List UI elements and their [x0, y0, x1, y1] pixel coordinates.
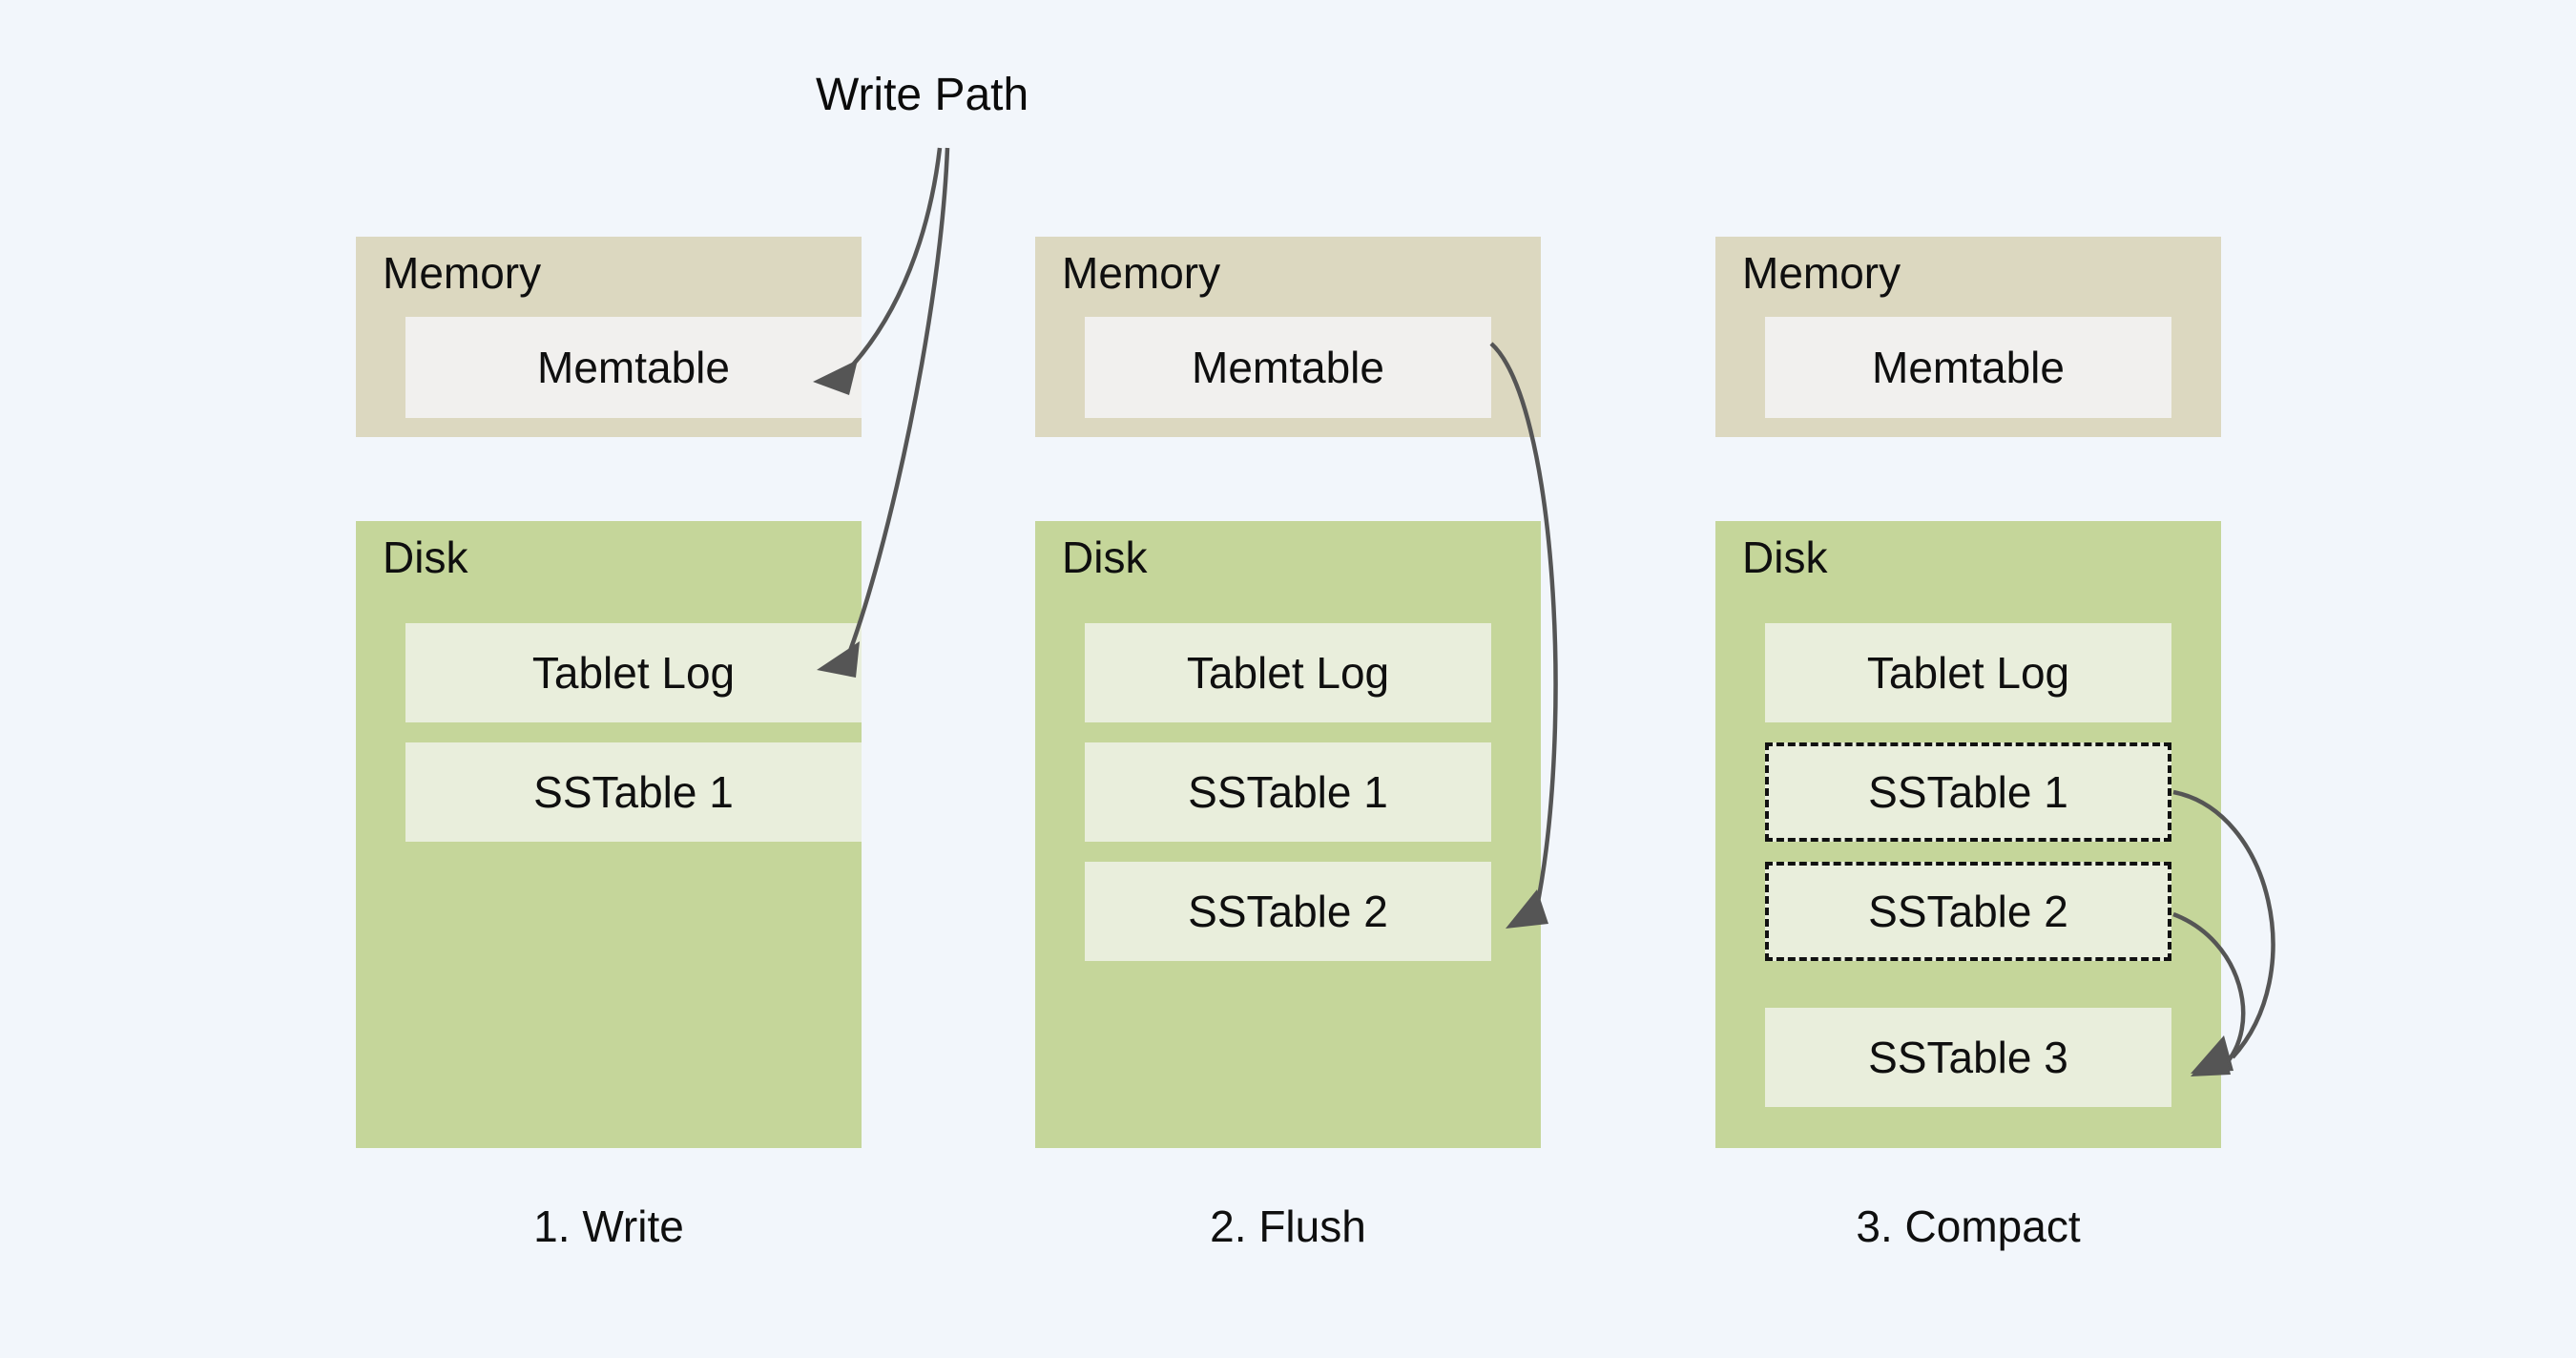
disk-region-2: Disk Tablet Log SSTable 1 SSTable 2: [1035, 521, 1541, 1148]
memory-region-3: Memory Memtable: [1715, 237, 2221, 437]
memory-label-3: Memory: [1742, 248, 1901, 298]
disk-item-tablet-log-3: Tablet Log: [1765, 623, 2171, 722]
step-label-3: 3. Compact: [1856, 1201, 2081, 1251]
disk-item-sstable-1-p3: SSTable 1: [1765, 742, 2171, 842]
disk-item-label: SSTable 3: [1868, 1033, 2068, 1082]
disk-item-label: Tablet Log: [1186, 648, 1390, 698]
memtable-label-3: Memtable: [1872, 343, 2065, 392]
memtable-box-1: Memtable: [405, 317, 862, 418]
disk-item-sstable-2-p3: SSTable 2: [1765, 862, 2171, 961]
panel-write: Memory Memtable Disk Tablet Log SSTable …: [356, 0, 862, 1358]
write-path-title: Write Path: [816, 70, 1029, 120]
disk-item-tablet-log-1: Tablet Log: [405, 623, 862, 722]
disk-item-sstable-2-p2: SSTable 2: [1085, 862, 1491, 961]
disk-item-label: SSTable 1: [1868, 767, 2068, 817]
memtable-box-2: Memtable: [1085, 317, 1491, 418]
memory-region-1: Memory Memtable: [356, 237, 862, 437]
step-label-1: 1. Write: [533, 1201, 684, 1251]
disk-region-3: Disk Tablet Log SSTable 1 SSTable 2 SSTa…: [1715, 521, 2221, 1148]
disk-item-label: SSTable 1: [533, 767, 734, 817]
panel-flush: Memory Memtable Disk Tablet Log SSTable …: [1035, 0, 1541, 1358]
disk-item-label: Tablet Log: [531, 648, 736, 698]
disk-item-label: SSTable 1: [1188, 767, 1388, 817]
memory-region-2: Memory Memtable: [1035, 237, 1541, 437]
disk-item-sstable-3-p3: SSTable 3: [1765, 1008, 2171, 1107]
memtable-box-3: Memtable: [1765, 317, 2171, 418]
memtable-label-2: Memtable: [1192, 343, 1384, 392]
memory-label-1: Memory: [383, 248, 542, 298]
disk-label-2: Disk: [1062, 533, 1148, 582]
disk-item-tablet-log-2: Tablet Log: [1085, 623, 1491, 722]
disk-item-label: Tablet Log: [1866, 648, 2070, 698]
memtable-label-1: Memtable: [537, 343, 730, 392]
disk-region-1: Disk Tablet Log SSTable 1: [356, 521, 862, 1148]
disk-item-sstable-1-p2: SSTable 1: [1085, 742, 1491, 842]
disk-item-sstable-1-p1: SSTable 1: [405, 742, 862, 842]
disk-label-1: Disk: [383, 533, 468, 582]
disk-item-label: SSTable 2: [1188, 887, 1388, 936]
panel-compact: Memory Memtable Disk Tablet Log SSTable …: [1715, 0, 2221, 1358]
memory-label-2: Memory: [1062, 248, 1221, 298]
disk-item-label: SSTable 2: [1868, 887, 2068, 936]
step-label-2: 2. Flush: [1210, 1201, 1366, 1251]
disk-label-3: Disk: [1742, 533, 1828, 582]
